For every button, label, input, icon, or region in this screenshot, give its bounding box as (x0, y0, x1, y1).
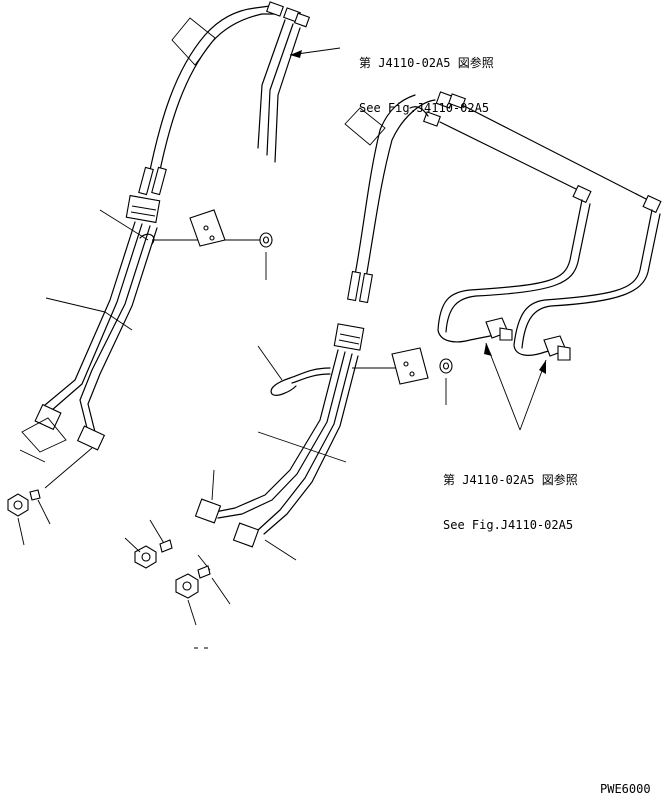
long-tube-c (79, 225, 151, 433)
hose-tag-plate (344, 107, 386, 146)
mounting-bracket (391, 347, 429, 385)
loop-tube-a (437, 199, 583, 343)
tube-to-right-a (439, 121, 579, 191)
hose-fitting (138, 166, 154, 196)
long-tube-e (257, 353, 353, 531)
reference-note-en: See Fig.J4110-02A5 (359, 101, 490, 115)
fitting (642, 194, 662, 214)
drawing-code: PWE6000 (600, 782, 651, 796)
reference-note-middle: 第 J4110-02A5 図参照 See Fig.J4110-02A5 (443, 443, 578, 548)
tube-clamp (125, 194, 161, 224)
elbow-fitting (76, 425, 106, 451)
long-tube-d (214, 349, 339, 513)
plug (197, 565, 211, 579)
hose-tag-plate (171, 17, 216, 66)
fitting (572, 184, 592, 204)
reference-note-ja: 第 J4110-02A5 図参照 (443, 473, 578, 487)
bracket-plate (21, 417, 67, 453)
left-piping-assembly (7, 1, 341, 546)
reference-note-en: See Fig.J4110-02A5 (443, 518, 574, 532)
elbow-fitting (34, 403, 62, 431)
hose-fitting (346, 270, 362, 302)
tube-to-right-b (461, 104, 649, 201)
elbow-fitting (232, 522, 260, 548)
long-tube-a (39, 221, 136, 421)
long-tube-b (51, 223, 143, 411)
elbow-fitting (194, 498, 222, 524)
reference-note-ja: 第 J4110-02A5 図参照 (359, 56, 494, 70)
hose-d (365, 99, 436, 279)
left-hose-b (157, 13, 263, 181)
tube-clamp (333, 323, 365, 351)
short-hose (270, 367, 331, 396)
hose-c (354, 94, 416, 276)
tube-to-ref-top (257, 19, 286, 149)
left-hose-a (147, 7, 256, 181)
plug (159, 539, 173, 553)
reference-note-top: 第 J4110-02A5 図参照 See Fig.J4110-02A5 (359, 26, 494, 131)
plug (29, 489, 41, 501)
fitting (266, 1, 284, 17)
right-piping-assembly (124, 91, 662, 649)
loop-tube-b (513, 209, 653, 356)
